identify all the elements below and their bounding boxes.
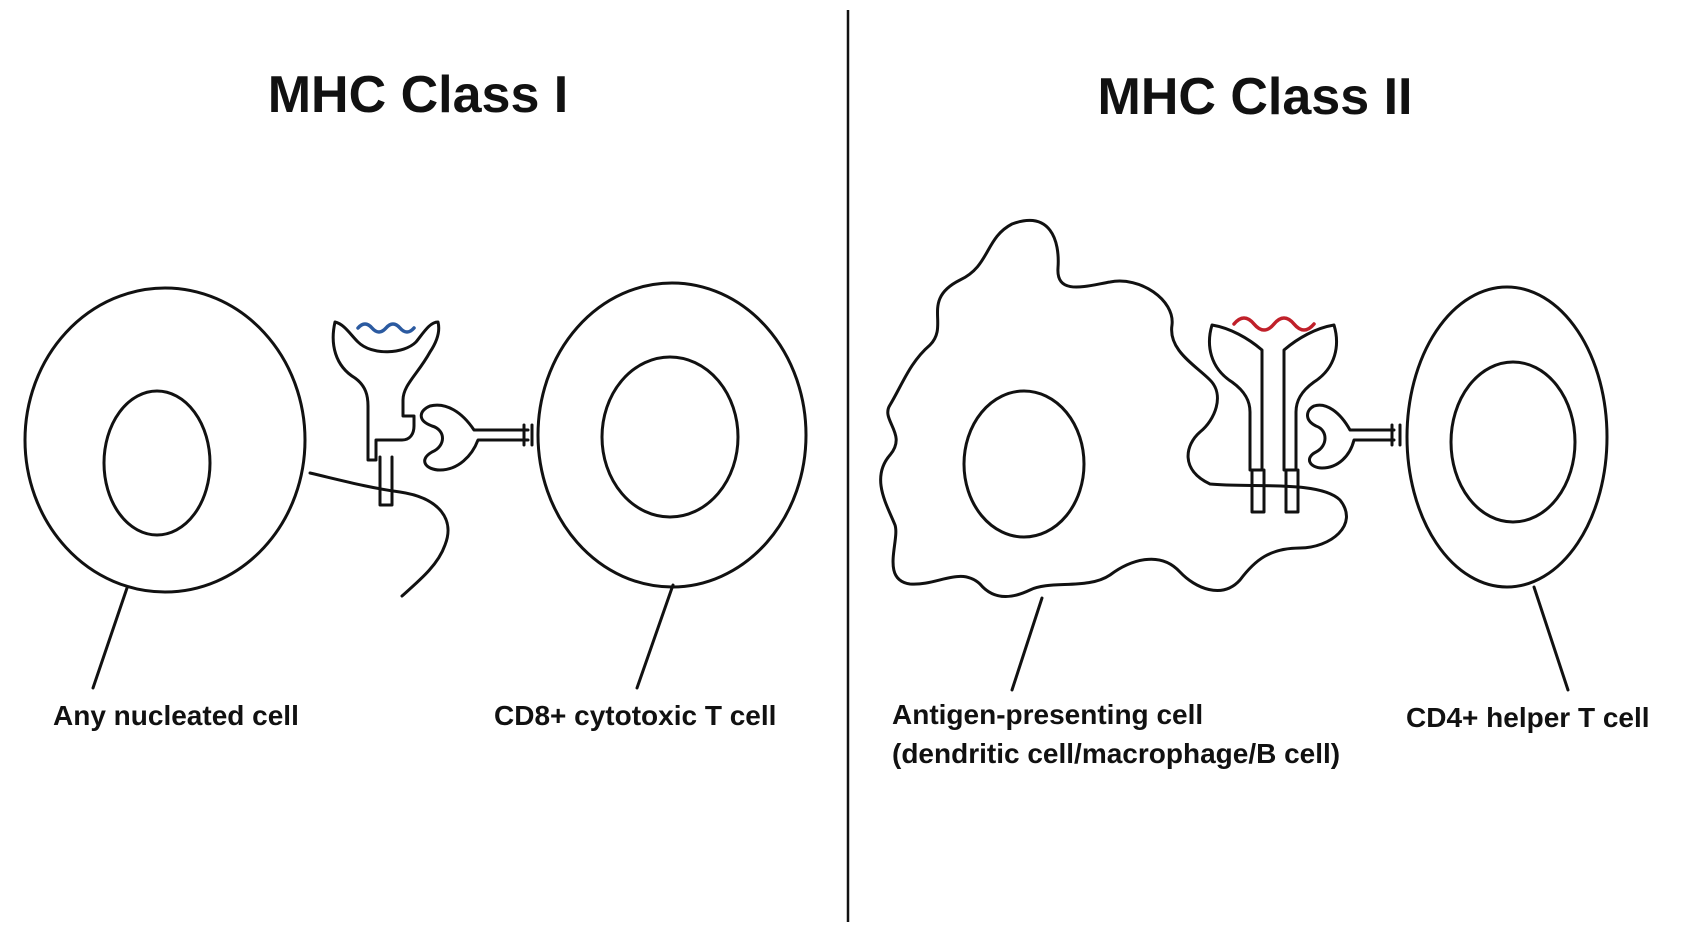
leader-cd4-t-cell [1532,585,1570,692]
title-mhc-class-1: MHC Class I [268,66,569,124]
title-mhc-class-2: MHC Class II [1098,68,1413,126]
label-apc-line2: (dendritic cell/macrophage/B cell) [892,738,1340,769]
cd4-t-cell [1405,285,1609,589]
apc-membrane [879,218,1348,599]
peptide-class-2 [1232,316,1316,332]
cd4-t-cell-nucleus [1449,360,1577,524]
cd8-t-cell [536,281,808,589]
leader-cd8-t-cell [635,583,675,690]
cd4-coreceptor [1306,403,1402,470]
cd8-coreceptor [419,403,534,472]
nucleated-cell [23,286,307,594]
leader-nucleated-cell [91,586,129,690]
label-nucleated-cell: Any nucleated cell [53,700,299,731]
membrane-tail-class-1 [308,471,450,598]
nucleated-cell-nucleus [102,389,212,537]
leader-apc [1010,596,1044,692]
cd8-t-cell-nucleus [600,355,740,519]
label-cd4-t-cell: CD4+ helper T cell [1406,702,1650,733]
mhc-class-2-molecule [1208,316,1338,514]
label-cd8-t-cell: CD8+ cytotoxic T cell [494,700,776,731]
label-apc-line1: Antigen-presenting cell [892,699,1203,730]
peptide-class-1 [356,322,416,334]
panel-mhc-class-2: MHC Class II Antigen-prese [879,68,1650,769]
mhc-class-1-molecule [331,320,441,507]
apc-nucleus [962,389,1086,539]
panel-mhc-class-1: MHC Class I Any nucleated cell C [23,66,808,731]
antigen-presenting-cell [879,218,1348,599]
